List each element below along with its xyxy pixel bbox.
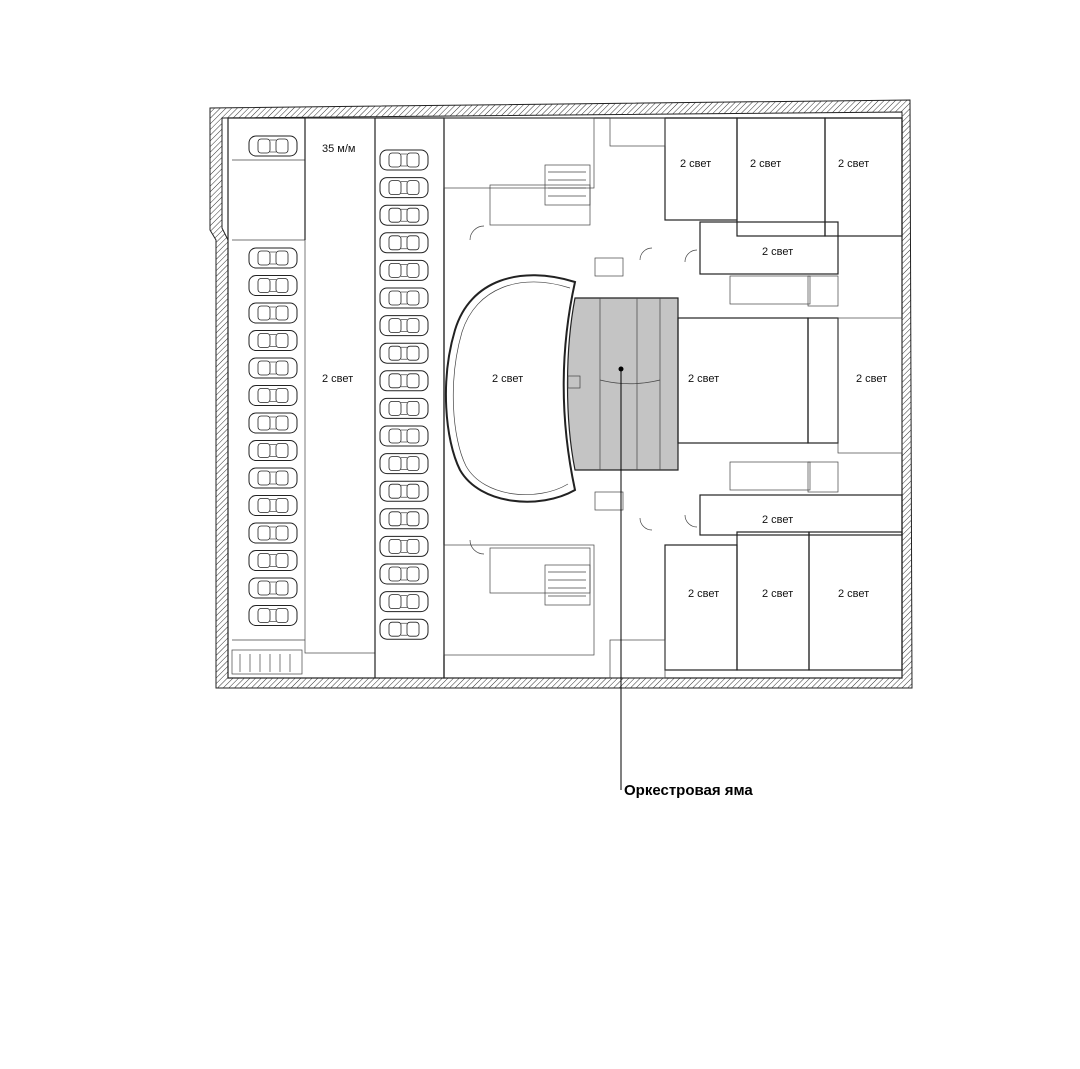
parking-car <box>248 302 298 324</box>
room-label-parking-lane: 2 свет <box>322 373 353 385</box>
parking-car <box>379 177 429 199</box>
parking-car <box>379 370 429 392</box>
parking-car <box>379 618 429 640</box>
parking-car <box>248 247 298 269</box>
parking-car <box>248 522 298 544</box>
parking-car <box>379 591 429 613</box>
room-label-upper-corridor: 2 свет <box>762 246 793 258</box>
parking-car <box>248 605 298 626</box>
room-labels: 35 м/м 2 свет 2 свет 2 свет 2 свет 2 све… <box>322 143 887 600</box>
parking-car <box>379 397 429 419</box>
parking-car <box>248 412 298 434</box>
auditorium-outline <box>444 274 577 503</box>
parking-car <box>379 425 429 447</box>
parking-car <box>379 480 429 502</box>
theatre-block <box>443 117 903 679</box>
parking-car <box>379 315 429 337</box>
parking-car <box>248 495 298 516</box>
room-label-upper-1: 2 свет <box>680 158 711 170</box>
orchestra-pit-callout: Оркестровая яма <box>618 366 753 799</box>
parking-car <box>379 232 429 254</box>
parking-car <box>248 385 298 406</box>
parking-car <box>248 275 298 296</box>
parking-car <box>379 535 429 557</box>
room-label-auditorium: 2 свет <box>492 373 523 385</box>
parking-car <box>248 467 298 489</box>
parking-cars-right <box>379 149 429 640</box>
parking-car <box>379 287 429 309</box>
parking-count-label: 35 м/м <box>322 143 355 155</box>
parking-car <box>379 149 429 171</box>
parking-car <box>379 342 429 364</box>
parking-car <box>379 453 429 475</box>
room-label-lower-3: 2 свет <box>838 588 869 600</box>
parking-car <box>379 259 429 281</box>
parking-car <box>248 330 298 351</box>
parking-car <box>379 508 429 530</box>
room-label-backstage: 2 свет <box>856 373 887 385</box>
callout-label: Оркестровая яма <box>624 782 753 799</box>
parking-car <box>248 135 298 157</box>
room-label-lower-corridor: 2 свет <box>762 514 793 526</box>
orchestra-pit <box>566 297 679 471</box>
parking-car <box>248 550 298 571</box>
parking-car <box>379 204 429 226</box>
parking-car <box>248 440 298 461</box>
room-label-lower-1: 2 свет <box>688 588 719 600</box>
parking-cars-left <box>248 247 298 626</box>
room-label-upper-2: 2 свет <box>750 158 781 170</box>
parking-car <box>248 357 298 379</box>
room-label-upper-3: 2 свет <box>838 158 869 170</box>
parking-car <box>379 563 429 585</box>
room-label-stage: 2 свет <box>688 373 719 385</box>
room-label-lower-2: 2 свет <box>762 588 793 600</box>
parking-car <box>248 577 298 599</box>
